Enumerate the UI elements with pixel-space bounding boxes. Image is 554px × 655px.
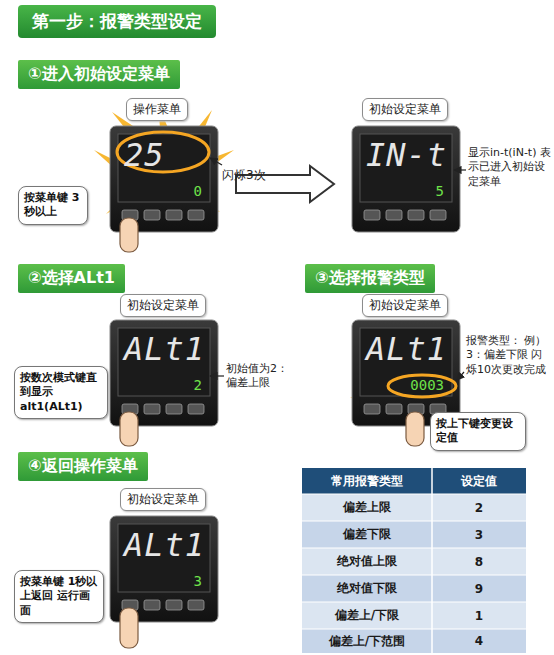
alarm-type-table [302,468,526,653]
table-cell: 偏差下限 [302,521,432,548]
table-cell: 2 [432,494,526,521]
section-band: ②选择ALt1 [18,264,125,293]
section-band: ③选择报警类型 [305,264,435,293]
controller-display: ALt1 2 [118,328,210,396]
node-text: 初始设定菜单 [127,297,199,314]
pv-reading: 25 [124,136,165,174]
controller-display: ALt1 3 [118,524,210,592]
sv-reading: 2 [194,377,202,393]
sv-reading: 0 [194,183,202,199]
annotation: 报警类型： 例）3：偏差下限 闪烁10次更改完成 [466,334,552,377]
section-band: ④返回操作菜单 [18,452,148,481]
table-cell: 绝对值下限 [302,575,432,602]
leader-line [210,158,466,380]
node-text: ②选择ALt1 [28,268,115,289]
menu-tag: 初始设定菜单 [362,294,448,317]
pv-reading: ALt1 [124,330,205,368]
pv-reading: IN-t [366,136,447,174]
node-text: 按菜单键 1秒以上返回 运行画面 [20,575,98,618]
menu-tag: 初始设定菜单 [362,98,448,121]
sv-reading: 3 [194,573,202,589]
table-cell: 偏差上限 [302,494,432,521]
instruction-callout: 按菜单键 3秒以上 [18,186,88,225]
node-text: 操作菜单 [133,101,181,118]
table-cell: 偏差上/下范围 [302,629,432,653]
node-text: ④返回操作菜单 [28,456,138,477]
table-header: 设定值 [432,468,526,494]
section-band: ①进入初始设定菜单 [18,60,180,89]
table-cell: 绝对值上限 [302,548,432,575]
controller-display: IN-t 5 [360,134,452,202]
table-cell: 3 [432,521,526,548]
table-cell: 8 [432,548,526,575]
node-text: 按上下键变更设定值 [436,417,520,446]
controller-display: 25 0 [118,134,210,202]
instruction-callout: 按数次模式键直到显示 alt1(ALt1) [14,366,108,419]
instruction-callout: 按菜单键 1秒以上返回 运行画面 [14,570,104,623]
controller-display: ALt1 0003 [360,328,452,396]
table-cell: 4 [432,629,526,653]
table-cell: 偏差上/下限 [302,602,432,629]
instruction-callout: 按上下键变更设定值 [430,412,526,451]
annotation: 初始值为2： 偏差上限 [226,362,298,391]
menu-tag: 初始设定菜单 [120,294,206,317]
table-header: 常用报警类型 [302,468,432,494]
node-text: 初始设定菜单 [127,491,199,508]
title-banner: 第一步：报警类型设定 [18,5,216,38]
annotation: 显示in-t(iN-t) 表示已进入初始设定菜单 [468,146,552,189]
menu-tag: 初始设定菜单 [120,488,206,511]
table-cell: 1 [432,602,526,629]
node-text: 初始设定菜单 [369,297,441,314]
pv-reading: ALt1 [366,330,447,368]
sv-reading: 5 [436,183,444,199]
table-cell: 9 [432,575,526,602]
menu-tag: 操作菜单 [126,98,188,121]
node-text: 按菜单键 3秒以上 [24,191,82,220]
node-text: ①进入初始设定菜单 [28,64,170,85]
node-text: 初始设定菜单 [369,101,441,118]
node-text: ③选择报警类型 [315,268,425,289]
highlight-ellipse [388,375,456,397]
sv-reading: 0003 [410,377,444,393]
node-text: 按数次模式键直到显示 alt1(ALt1) [20,371,102,414]
pv-reading: ALt1 [124,526,205,564]
annotation: 闪烁3次 [222,168,266,184]
